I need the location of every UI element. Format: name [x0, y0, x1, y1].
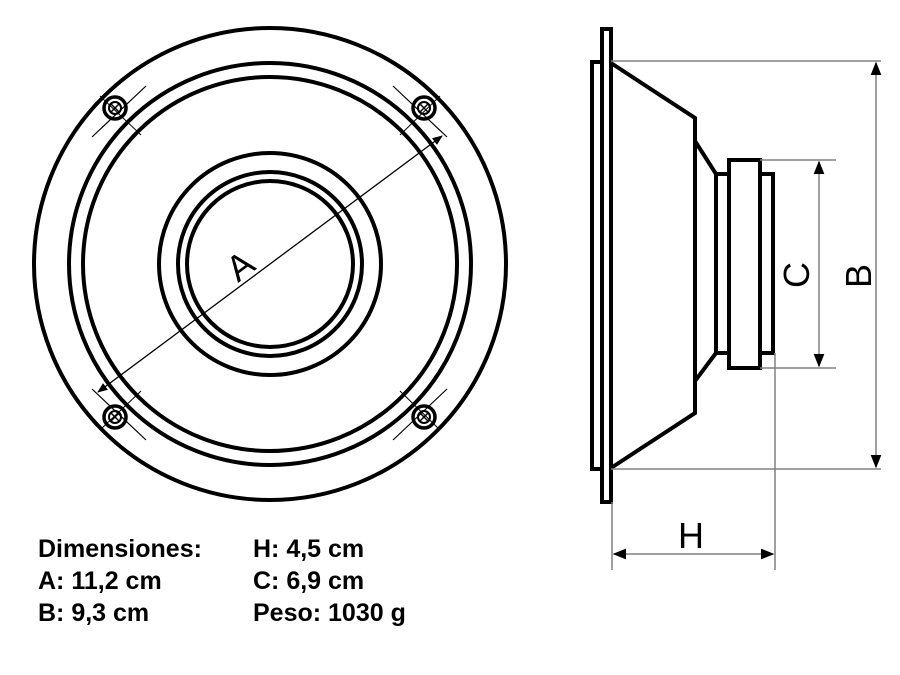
dimension-label-b: B — [838, 264, 879, 288]
surround-inner-ring — [81, 75, 459, 453]
dimension-line-a — [97, 135, 443, 393]
screw-holes — [91, 85, 448, 441]
dimension-label-h: H — [678, 515, 704, 556]
screw-hole-bottom-right — [392, 388, 448, 441]
back-plate — [758, 172, 775, 355]
basket-cone-bottom — [609, 351, 718, 470]
outer-frame-ring — [32, 26, 508, 502]
specs-column-right: H: 4,5 cm C: 6,9 cm Peso: 1030 g — [253, 533, 406, 629]
screw-hole-bottom-left — [91, 388, 147, 441]
screw-hole-top-left — [91, 85, 147, 138]
side-view — [590, 27, 775, 504]
spec-weight: Peso: 1030 g — [253, 599, 406, 627]
dimension-label-c: C — [776, 262, 817, 288]
surround-outer-ring — [67, 61, 473, 467]
gasket-flange — [590, 60, 604, 471]
spec-c: C: 6,9 cm — [253, 567, 365, 595]
extension-lines — [611, 60, 881, 570]
spec-a: A: 11,2 cm — [38, 567, 162, 595]
specs-title: Dimensiones: — [38, 535, 202, 563]
specs-column-left: Dimensiones: A: 11,2 cm B: 9,3 cm — [38, 533, 202, 629]
basket-cone-top — [609, 61, 718, 176]
spec-b: B: 9,3 cm — [38, 599, 150, 627]
screw-hole-top-right — [392, 85, 448, 138]
spec-h: H: 4,5 cm — [253, 535, 365, 563]
dimension-label-a: A — [218, 242, 262, 289]
magnet — [727, 158, 762, 370]
